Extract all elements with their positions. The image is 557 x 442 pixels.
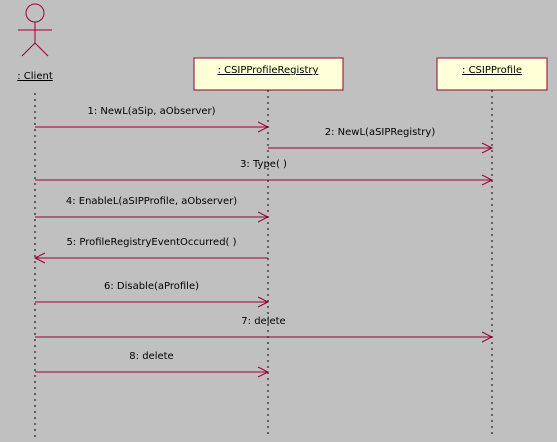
message-1[interactable]: 1: NewL(aSip, aObserver): [35, 106, 270, 133]
participant-label: : Client: [17, 71, 53, 82]
message-label: 7: delete: [241, 316, 285, 327]
actor-left-leg: [21, 42, 36, 57]
message-label: 3: Type( ): [240, 159, 287, 170]
participants-group: : Client : CSIPProfileRegistry : CSIPPro…: [17, 3, 548, 91]
arrowhead-icon: [481, 331, 494, 343]
arrowhead-icon: [257, 296, 270, 308]
message-label: 1: NewL(aSip, aObserver): [87, 106, 215, 117]
arrowhead-icon: [481, 142, 494, 154]
object-csipprofile[interactable]: : CSIPProfile: [436, 57, 548, 91]
arrowhead-icon: [257, 211, 270, 223]
message-6[interactable]: 6: Disable(aProfile): [35, 281, 270, 308]
messages-group: 1: NewL(aSip, aObserver) 2: NewL(aSIPRegi…: [33, 106, 494, 378]
arrowhead-icon: [257, 366, 270, 378]
message-4[interactable]: 4: EnableL(aSIPProfile, aObserver): [35, 196, 270, 223]
message-7[interactable]: 7: delete: [35, 316, 494, 343]
actor-right-leg: [34, 42, 49, 57]
message-label: 8: delete: [129, 351, 173, 362]
object-box: [193, 57, 344, 91]
participant-label: : CSIPProfile: [462, 65, 522, 76]
message-label: 6: Disable(aProfile): [104, 281, 199, 292]
message-3[interactable]: 3: Type( ): [35, 159, 494, 186]
message-2[interactable]: 2: NewL(aSIPRegistry): [268, 127, 494, 154]
lifelines-group: [34, 90, 493, 438]
arrowhead-icon: [33, 252, 46, 264]
object-csipprofileregistry[interactable]: : CSIPProfileRegistry: [193, 57, 344, 91]
object-box: [436, 57, 548, 91]
message-8[interactable]: 8: delete: [35, 351, 270, 378]
message-label: 2: NewL(aSIPRegistry): [325, 127, 436, 138]
participant-label: : CSIPProfileRegistry: [218, 65, 319, 76]
actor-client[interactable]: : Client: [17, 3, 53, 82]
message-label: 5: ProfileRegistryEventOccurred( ): [66, 237, 236, 248]
arrowhead-icon: [257, 121, 270, 133]
arrowhead-icon: [481, 174, 494, 186]
message-label: 4: EnableL(aSIPProfile, aObserver): [66, 196, 237, 207]
actor-head: [25, 3, 45, 23]
message-5[interactable]: 5: ProfileRegistryEventOccurred( ): [33, 237, 268, 264]
